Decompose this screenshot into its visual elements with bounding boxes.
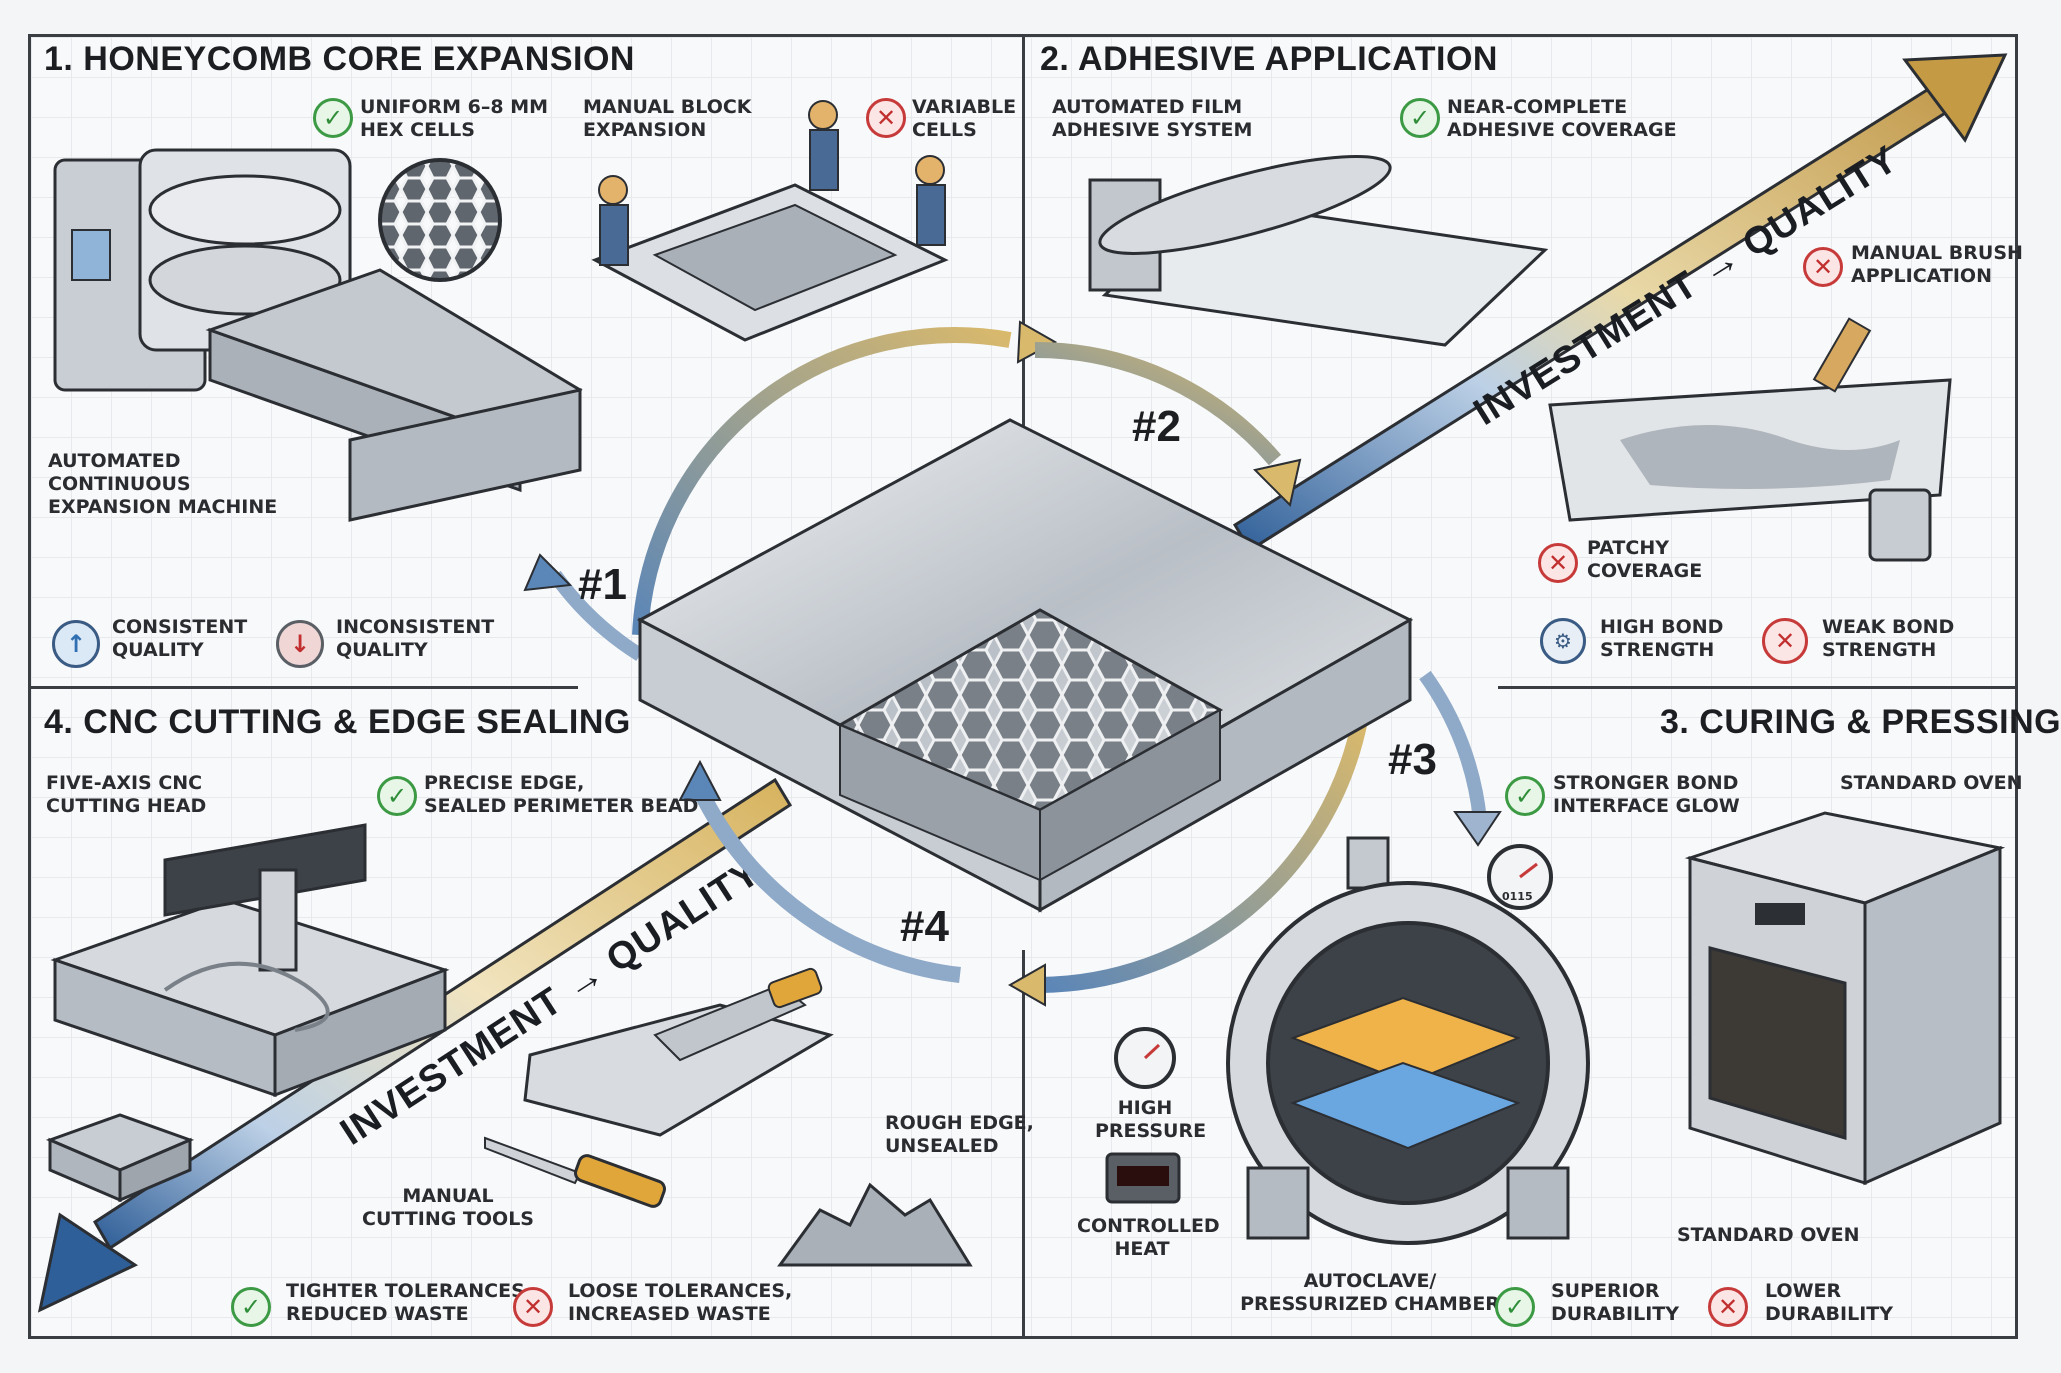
core-good-check-icon: ✓ <box>313 98 353 138</box>
curing-heat-label: CONTROLLED HEAT <box>1077 1215 1220 1260</box>
cnc-good-check-icon: ✓ <box>377 776 417 816</box>
utility-knife-illustration <box>484 1136 666 1208</box>
high-pressure-gauge-icon <box>1114 1027 1176 1089</box>
cycle-arrow-6-head <box>523 553 573 592</box>
heat-controller-icon <box>1105 1152 1181 1204</box>
manual-expansion-illustration <box>591 100 949 342</box>
pressure-gauge-icon <box>1487 844 1553 910</box>
scrap-waste-pile <box>777 1182 973 1267</box>
quadrant-divider-vertical-lower <box>1022 950 1025 1339</box>
cnc-machine-illustration <box>50 823 450 1098</box>
adhesive-good-result-label: NEAR-COMPLETE ADHESIVE COVERAGE <box>1447 96 1677 141</box>
hex-cells-magnifier <box>378 158 502 282</box>
step-marker-3: #3 <box>1388 735 1437 784</box>
cycle-arrow-3-head <box>1453 811 1502 847</box>
arrow-down-icon: ↓ <box>276 620 324 668</box>
panel-core-wall-right <box>1039 708 1221 882</box>
curing-oven-top-label: STANDARD OVEN <box>1840 772 2023 794</box>
cnc-machine-label: FIVE-AXIS CNC CUTTING HEAD <box>46 772 207 817</box>
weak-bond-x-icon: ✕ <box>1762 618 1808 664</box>
curing-oven-bottom-label: STANDARD OVEN <box>1677 1224 1860 1246</box>
tolerance-check-icon: ✓ <box>231 1287 271 1327</box>
cycle-arrow-1 <box>632 327 1012 636</box>
core-good-process-label: UNIFORM 6–8 mm HEX CELLS <box>360 96 549 141</box>
superior-durability-check-icon: ✓ <box>1495 1287 1535 1327</box>
expansion-machine-illustration <box>53 148 583 522</box>
curing-pressure-label: HIGH PRESSURE <box>1095 1097 1207 1142</box>
quadrant-divider-left <box>28 686 578 689</box>
core-bad-outcome-label: INCONSISTENT QUALITY <box>336 616 495 661</box>
adhesive-bad-result-label: PATCHY COVERAGE <box>1587 537 1703 582</box>
adhesive-good-check-icon: ✓ <box>1400 98 1440 138</box>
section-2-title: 2. ADHESIVE APPLICATION <box>1040 40 1498 78</box>
quadrant-divider-vertical <box>1022 34 1025 724</box>
curing-good-result-label: STRONGER BOND INTERFACE GLOW <box>1553 772 1740 817</box>
quadrant-divider-right <box>1498 686 2018 689</box>
adhesive-manual-x-icon: ✕ <box>1803 247 1843 287</box>
cycle-arrow-4-head <box>1007 963 1046 1007</box>
arrow-lower-head <box>37 1212 139 1313</box>
section-3-title: 3. CURING & PRESSING <box>1660 703 2061 741</box>
gauge-readout: 0115 <box>1502 890 1533 903</box>
cycle-arrow-2-head <box>1253 458 1302 507</box>
standard-oven-illustration <box>1684 811 2006 1186</box>
core-manual-process-label: MANUAL BLOCK EXPANSION <box>583 96 752 141</box>
cycle-arrow-2 <box>1034 341 1282 466</box>
section-1-title: 1. HONEYCOMB CORE EXPANSION <box>44 40 635 78</box>
adhesive-patchy-x-icon: ✕ <box>1538 543 1578 583</box>
curing-chamber-label: AUTOCLAVE/ PRESSURIZED CHAMBER <box>1240 1270 1500 1315</box>
arrow-upper-head <box>1902 53 2008 143</box>
honeycomb-sandwich-panel <box>636 418 1414 913</box>
core-bad-x-icon: ✕ <box>866 98 906 138</box>
cnc-bad-result-label: ROUGH EDGE, UNSEALED <box>885 1112 1034 1157</box>
autoclave-illustration <box>1226 836 1590 1245</box>
cycle-arrow-5-head <box>678 759 722 801</box>
core-bad-result-label: VARIABLE CELLS <box>912 96 1017 141</box>
manual-saw-illustration <box>523 967 834 1137</box>
step-marker-4: #4 <box>900 902 949 951</box>
cnc-bad-outcome-label: LOOSE TOLERANCES, INCREASED WASTE <box>568 1280 793 1325</box>
lower-durability-x-icon: ✕ <box>1708 1287 1748 1327</box>
cnc-good-outcome-label: TIGHTER TOLERANCES, REDUCED WASTE <box>286 1280 532 1325</box>
sample-blocks-tray <box>45 1113 195 1203</box>
cycle-arrow-4 <box>1039 718 1368 993</box>
arrow-up-icon: ↑ <box>52 620 100 668</box>
panel-front-right <box>1038 617 1412 913</box>
curing-bad-outcome-label: LOWER DURABILITY <box>1765 1280 1893 1325</box>
tolerance-x-icon: ✕ <box>513 1287 553 1327</box>
step-marker-1: #1 <box>578 560 627 609</box>
adhesive-machine-label: AUTOMATED FILM ADHESIVE SYSTEM <box>1052 96 1253 141</box>
brush-application-illustration <box>1548 317 1952 562</box>
core-machine-label: AUTOMATED CONTINUOUS EXPANSION MACHINE <box>48 450 278 518</box>
cycle-arrow-5 <box>692 786 961 983</box>
core-good-outcome-label: CONSISTENT QUALITY <box>112 616 248 661</box>
curing-good-outcome-label: SUPERIOR DURABILITY <box>1551 1280 1679 1325</box>
cycle-arrow-3 <box>1419 670 1487 821</box>
adhesive-manual-process-label: MANUAL BRUSH APPLICATION <box>1851 242 2023 287</box>
adhesive-bad-outcome-label: WEAK BOND STRENGTH <box>1822 616 1955 661</box>
cnc-good-result-label: PRECISE EDGE, SEALED PERIMETER BEAD <box>424 772 699 817</box>
section-4-title: 4. CNC CUTTING & EDGE SEALING <box>44 703 631 741</box>
cnc-manual-tools-label: MANUAL CUTTING TOOLS <box>362 1185 534 1230</box>
film-adhesive-illustration <box>1088 155 1549 347</box>
step-marker-2: #2 <box>1132 402 1181 451</box>
bond-strength-icon: ⚙ <box>1540 618 1586 664</box>
curing-good-check-icon: ✓ <box>1505 776 1545 816</box>
adhesive-good-outcome-label: HIGH BOND STRENGTH <box>1600 616 1724 661</box>
